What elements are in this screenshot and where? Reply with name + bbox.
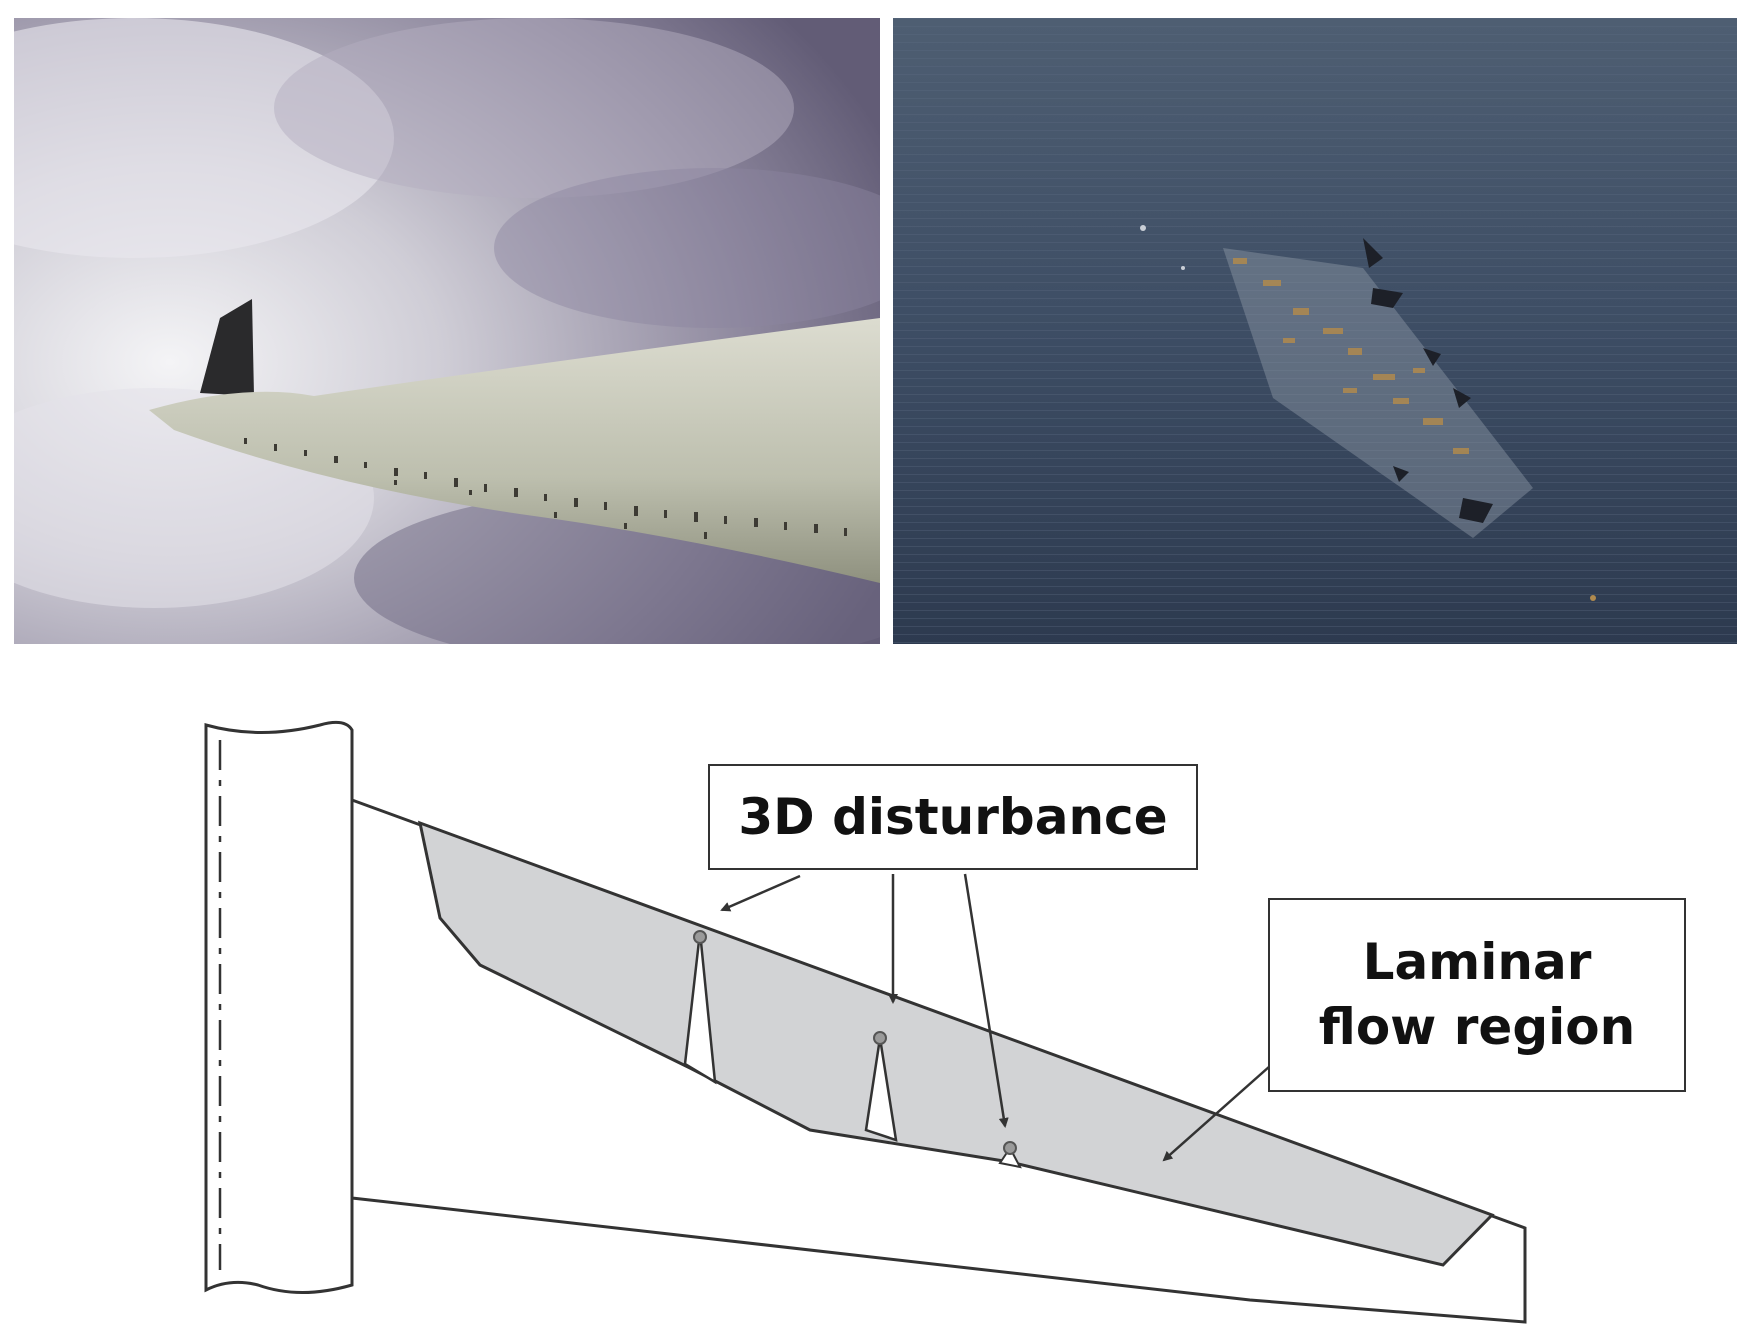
turbulent-wedge	[998, 1146, 1022, 1169]
laminar-callout-line2: flow region	[1318, 998, 1636, 1056]
turbulent-wedge	[864, 1037, 898, 1142]
laminar-flow-region	[417, 820, 1495, 1267]
debris-field	[1140, 225, 1596, 601]
disturbance-arrow	[963, 873, 1009, 1128]
disturbance-point	[693, 930, 707, 944]
turbulent-wedge	[683, 931, 717, 1085]
disturbance-point	[873, 1031, 887, 1045]
insect-contamination	[244, 438, 847, 539]
winglet	[200, 299, 254, 396]
laminar-wing-diagram	[204, 720, 1527, 1324]
disturbance-arrow	[720, 874, 801, 912]
laminar-callout-line1: Laminar	[1362, 933, 1592, 991]
sea-photo-image	[893, 18, 1737, 644]
sea-debris-photo	[893, 18, 1737, 644]
disturbance-callout: 3D disturbance	[708, 764, 1198, 870]
wing-in-flight-photo	[14, 18, 880, 644]
wing-photo-image	[14, 18, 880, 644]
laminar-flow-callout: Laminar flow region	[1268, 898, 1686, 1092]
disturbance-point	[1003, 1141, 1017, 1155]
laminar-region-arrow	[1162, 1065, 1271, 1162]
fuselage	[204, 720, 354, 1294]
